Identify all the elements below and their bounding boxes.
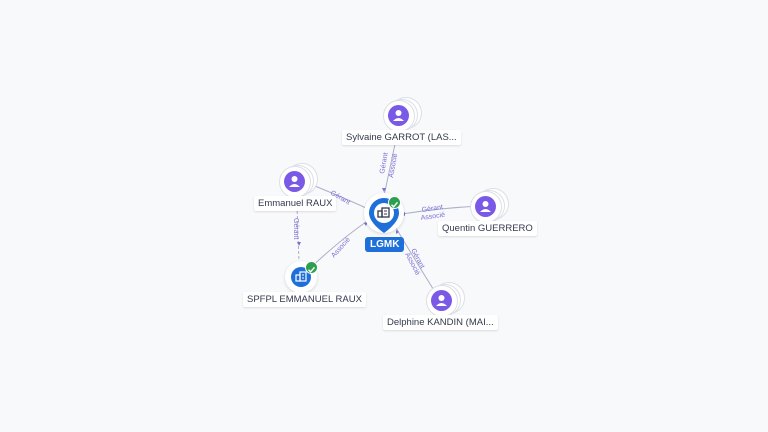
- person-icon: [474, 195, 496, 217]
- node-label-kandin: Delphine KANDIN (MAI...: [383, 315, 498, 330]
- node-label-garrot: Sylvaine GARROT (LAS...: [342, 130, 461, 145]
- arrow-garrot: [382, 188, 386, 192]
- edge-label-spfpl-1: Associé: [330, 236, 352, 259]
- node-label-spfpl: SPFPL EMMANUEL RAUX: [243, 292, 366, 307]
- edge-label-raux-spfpl-1: Gérant: [292, 218, 299, 239]
- arrow-kandin: [396, 230, 399, 234]
- node-label-lgmk: LGMK: [365, 237, 405, 252]
- edge-label-guerrero-2: Associé: [420, 212, 445, 222]
- person-icon: [283, 170, 305, 192]
- edge-label-guerrero-1: Gérant: [421, 204, 443, 214]
- edge-label-garrot-1: Gérant: [379, 152, 390, 174]
- person-icon: [430, 289, 452, 311]
- person-icon: [387, 104, 409, 126]
- edge-raux-spfpl: [296, 205, 300, 263]
- edge-label-garrot-2: Associé: [388, 153, 399, 178]
- check-icon: [305, 261, 318, 274]
- node-label-raux: Emmanuel RAUX: [254, 196, 337, 211]
- check-icon: [388, 196, 401, 209]
- node-label-guerrero: Quentin GUERRERO: [438, 221, 537, 236]
- arrow-raux-spfpl: [297, 242, 301, 246]
